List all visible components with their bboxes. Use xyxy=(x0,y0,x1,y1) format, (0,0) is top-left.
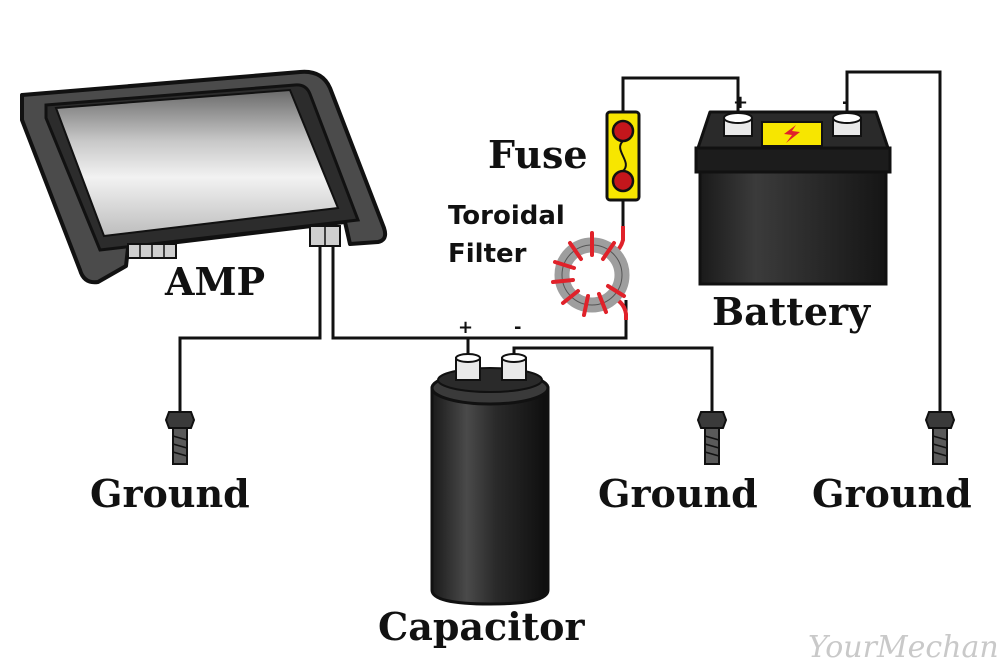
battery-label: Battery xyxy=(712,289,871,334)
capacitor xyxy=(430,353,550,606)
battery xyxy=(694,110,892,286)
fuse-upper-wire xyxy=(621,76,740,118)
battery-negative-sign: - xyxy=(842,92,849,113)
amp-power-wire xyxy=(331,240,470,358)
ground-bolt-left xyxy=(164,411,196,465)
toroidal-label: Toroidal xyxy=(448,201,565,231)
capacitor-label: Capacitor xyxy=(378,604,586,649)
battery-positive-sign: + xyxy=(733,92,748,113)
filter-windings xyxy=(551,231,626,317)
lightning-icon xyxy=(784,125,800,143)
capacitor-negative-sign: - xyxy=(514,317,521,338)
fuse xyxy=(605,110,641,202)
capacitor-positive-terminal xyxy=(455,353,481,381)
watermark-logo: YourMechanic xyxy=(808,630,1000,665)
amp-label: AMP xyxy=(164,259,265,304)
battery-negative-wire xyxy=(845,70,942,420)
toroidal-filter xyxy=(551,226,630,338)
amp-ground-wire xyxy=(178,240,322,420)
fuse-label: Fuse xyxy=(488,132,588,177)
filter-label: Filter xyxy=(448,239,527,269)
capacitor-negative-terminal xyxy=(501,353,527,381)
capacitor-positive-sign: + xyxy=(458,317,473,338)
ground-label-left: Ground xyxy=(90,471,250,516)
battery-positive-terminal xyxy=(723,112,753,137)
ground-bolt-middle xyxy=(696,411,728,465)
amplifier xyxy=(20,69,388,285)
ground-bolt-right xyxy=(924,411,956,465)
ground-label-right: Ground xyxy=(812,471,972,516)
ground-label-middle: Ground xyxy=(598,471,758,516)
battery-negative-terminal xyxy=(832,112,862,137)
